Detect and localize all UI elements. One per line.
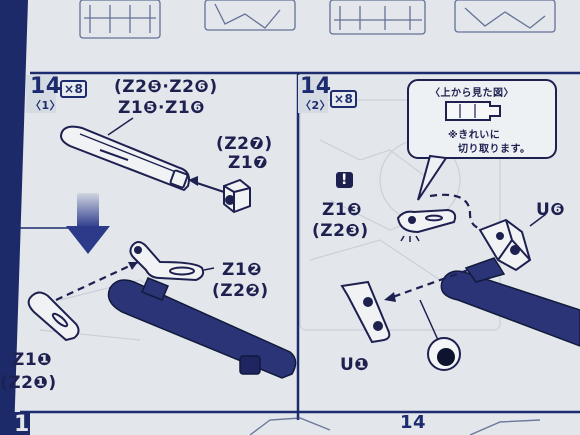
link-part-z11	[27, 291, 80, 342]
panel-frames	[20, 71, 580, 420]
label-z11: Z1❶	[12, 350, 53, 370]
arm-piece-z13	[396, 208, 457, 234]
joint-part-u6	[478, 218, 532, 272]
leader-right	[193, 181, 225, 193]
dashed-to-u1	[389, 268, 469, 300]
step-header-left-bg	[26, 75, 56, 113]
substep-right: 〈2〉	[300, 99, 332, 112]
quantity-right: ×8	[330, 90, 358, 108]
label-u1: U❶	[340, 355, 370, 375]
frame-part-dark-right	[440, 257, 580, 347]
leader-z12	[203, 267, 215, 271]
label-z25-z26: (Z2❺·Z2❻)	[114, 77, 218, 97]
arrow-right-head	[188, 176, 198, 186]
footer-sketch	[249, 417, 541, 435]
callout-note-line2: 切り取ります。	[458, 144, 531, 155]
footer-step-left: 14	[14, 412, 46, 435]
label-z15-z16: Z1❺·Z1❻	[118, 98, 206, 118]
label-z27: (Z2❼)	[216, 134, 273, 154]
quantity-left: ×8	[60, 80, 88, 98]
label-u6: U❻	[536, 200, 566, 220]
step-number-left: 14	[30, 74, 62, 99]
dashed-to-u6	[429, 193, 491, 232]
plate-part-u1	[340, 280, 391, 344]
top-runner-sketches	[79, 0, 556, 39]
footer-step-right: 14	[400, 412, 427, 433]
step-number-right: 14	[300, 74, 332, 99]
frame-part-dark	[107, 277, 297, 379]
warning-icon: !	[336, 172, 353, 188]
leader-top	[107, 117, 134, 136]
label-z22: (Z2❷)	[212, 281, 269, 301]
callout-title: 〈上から見た図〉	[430, 88, 514, 99]
arrow-left-assembly	[128, 262, 138, 270]
leader-u6	[529, 213, 547, 227]
label-z17: Z1❼	[228, 153, 269, 173]
arrow-to-u1	[384, 292, 396, 302]
label-z21: (Z2❶)	[0, 373, 57, 393]
upper-arm-part	[60, 125, 190, 192]
step-header-right-bg	[298, 75, 328, 113]
cut-marks	[400, 235, 420, 242]
callout-note-line1: ※きれいに	[448, 130, 501, 141]
down-arrow	[66, 193, 110, 254]
substep-left: 〈1〉	[30, 99, 62, 112]
label-z13: Z1❸	[322, 200, 363, 220]
footer-strip-left	[0, 412, 30, 435]
link-part-z12	[129, 241, 205, 282]
label-z23: (Z2❸)	[312, 221, 369, 241]
leader-swatch	[419, 299, 439, 341]
dashed-assembly-left	[55, 261, 139, 301]
binding-edge	[0, 0, 28, 435]
color-swatch-fill	[437, 348, 455, 366]
cube-part	[223, 178, 251, 214]
top-view-callout	[407, 79, 557, 201]
label-z12: Z1❷	[222, 260, 263, 280]
